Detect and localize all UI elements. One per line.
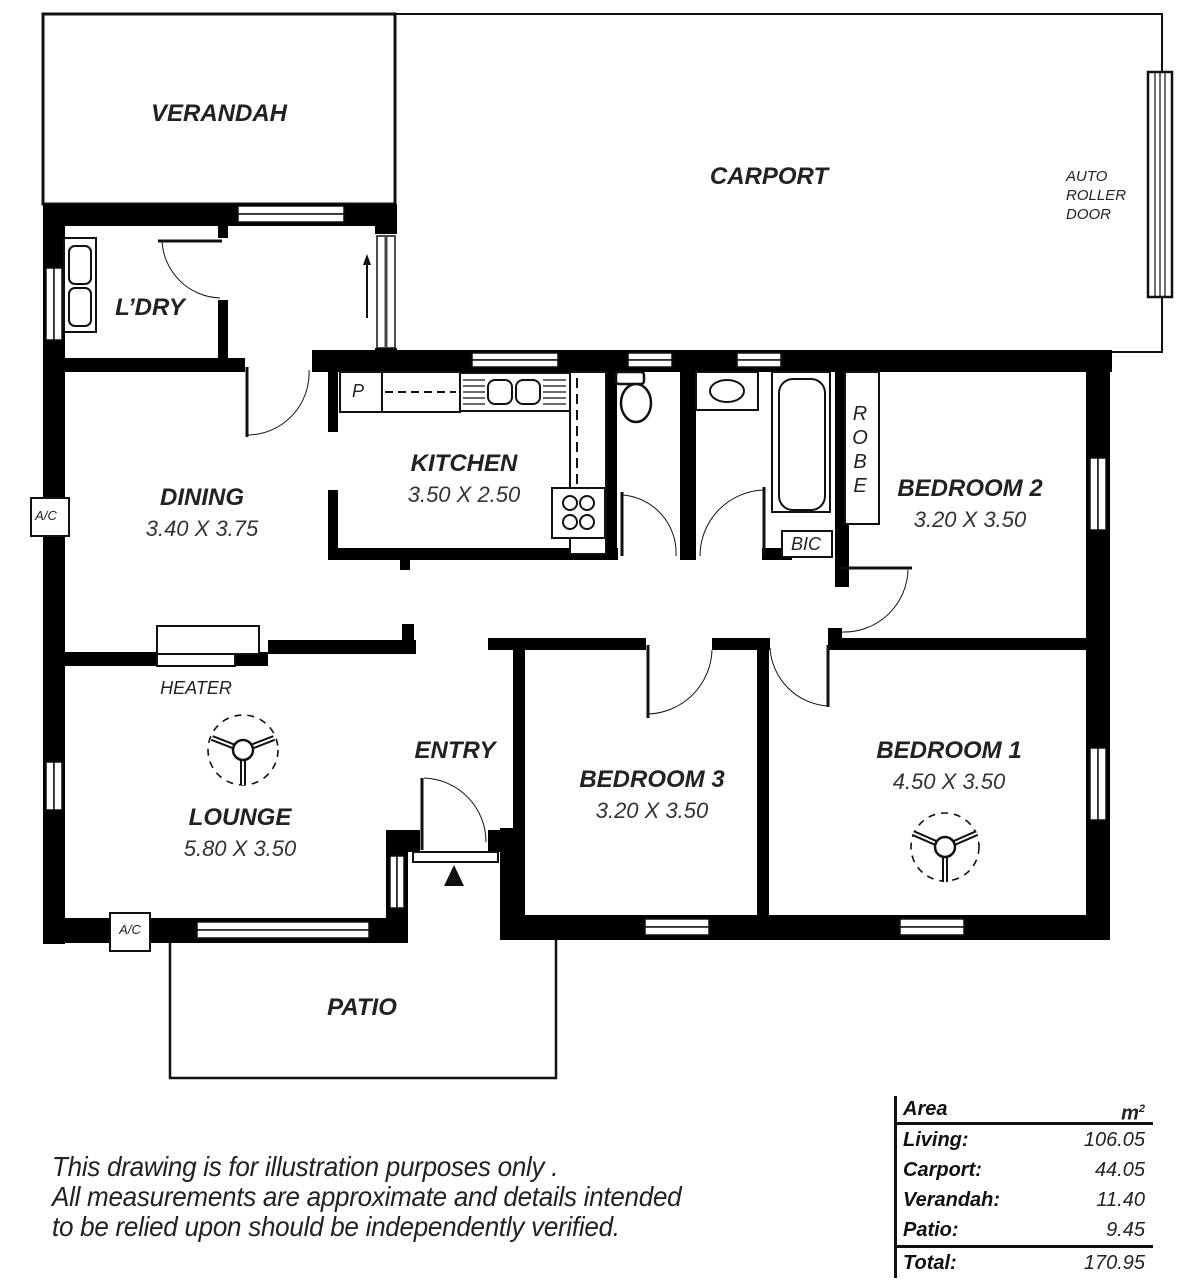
kitchen-fixtures xyxy=(339,371,607,555)
ac-unit-icon xyxy=(30,497,151,952)
entry-arrow-icon xyxy=(444,865,464,886)
room-label-bedroom-3: BEDROOM 3 xyxy=(579,766,725,793)
basin-icon xyxy=(695,371,759,411)
roller-door-label: AUTO ROLLER DOOR xyxy=(1066,168,1127,223)
disclaimer-line: This drawing is for illustration purpose… xyxy=(52,1151,559,1182)
bic-label: BIC xyxy=(790,534,822,554)
room-label-entry: ENTRY xyxy=(414,737,496,764)
room-dims-bedroom-3: 3.20 X 3.50 xyxy=(595,798,709,823)
area-table-row: Living: 106.05 xyxy=(903,1129,1145,1151)
room-dims-dining: 3.40 X 3.75 xyxy=(145,516,259,541)
bathtub-icon xyxy=(771,371,831,513)
room-label-bedroom-2: BEDROOM 2 xyxy=(897,475,1043,502)
disclaimer-line: to be relied upon should be independentl… xyxy=(52,1211,620,1242)
bic-box xyxy=(781,530,833,558)
room-label-verandah: VERANDAH xyxy=(150,100,288,127)
ceiling-fan-icon xyxy=(910,812,980,882)
doors xyxy=(158,239,912,863)
disclaimer-line: All measurements are approximate and det… xyxy=(52,1181,682,1212)
toilet-icon xyxy=(614,370,653,424)
room-dims-lounge: 5.80 X 3.50 xyxy=(183,836,297,861)
area-table-total: Total: 170.95 xyxy=(897,1245,1153,1278)
area-table-header: Area m2 xyxy=(897,1096,1153,1125)
room-label-kitchen: KITCHEN xyxy=(410,450,518,477)
drainer-lines xyxy=(463,379,566,405)
area-table-row: Verandah: 11.40 xyxy=(903,1189,1145,1211)
room-label-carport: CARPORT xyxy=(709,163,829,190)
room-label-lounge: LOUNGE xyxy=(188,804,292,831)
room-dims-kitchen: 3.50 X 2.50 xyxy=(407,482,521,507)
room-dims-bedroom-1: 4.50 X 3.50 xyxy=(892,769,1006,794)
heater-icon xyxy=(156,625,260,667)
heater-label: HEATER xyxy=(160,678,232,698)
room-label-bedroom-1: BEDROOM 1 xyxy=(876,737,1022,764)
ceiling-fan-icon xyxy=(207,714,279,786)
room-label-patio: PATIO xyxy=(327,994,397,1021)
room-label-laundry: L’DRY xyxy=(115,294,185,321)
ac-label-dining: A/C xyxy=(35,508,57,523)
robe-box xyxy=(844,371,880,525)
robe-label: R O B E xyxy=(852,403,868,497)
room-label-dining: DINING xyxy=(160,484,244,511)
area-table: Area m2 Living: 106.05 Carport: 44.05 Ve… xyxy=(894,1096,1153,1278)
roller-door-icon xyxy=(1146,70,1174,299)
room-dims-bedroom-2: 3.20 X 3.50 xyxy=(913,507,1027,532)
disclaimer-text: This drawing is for illustration purpose… xyxy=(52,1151,682,1242)
area-table-row: Patio: 9.45 xyxy=(903,1219,1145,1241)
pantry-label: P xyxy=(351,381,365,401)
sliding-door-arrow-icon xyxy=(363,254,371,318)
ac-label-lounge: A/C xyxy=(119,922,141,937)
patio-outline xyxy=(168,938,558,1080)
area-table-row: Carport: 44.05 xyxy=(903,1159,1145,1181)
laundry-tubs-icon xyxy=(63,237,97,333)
